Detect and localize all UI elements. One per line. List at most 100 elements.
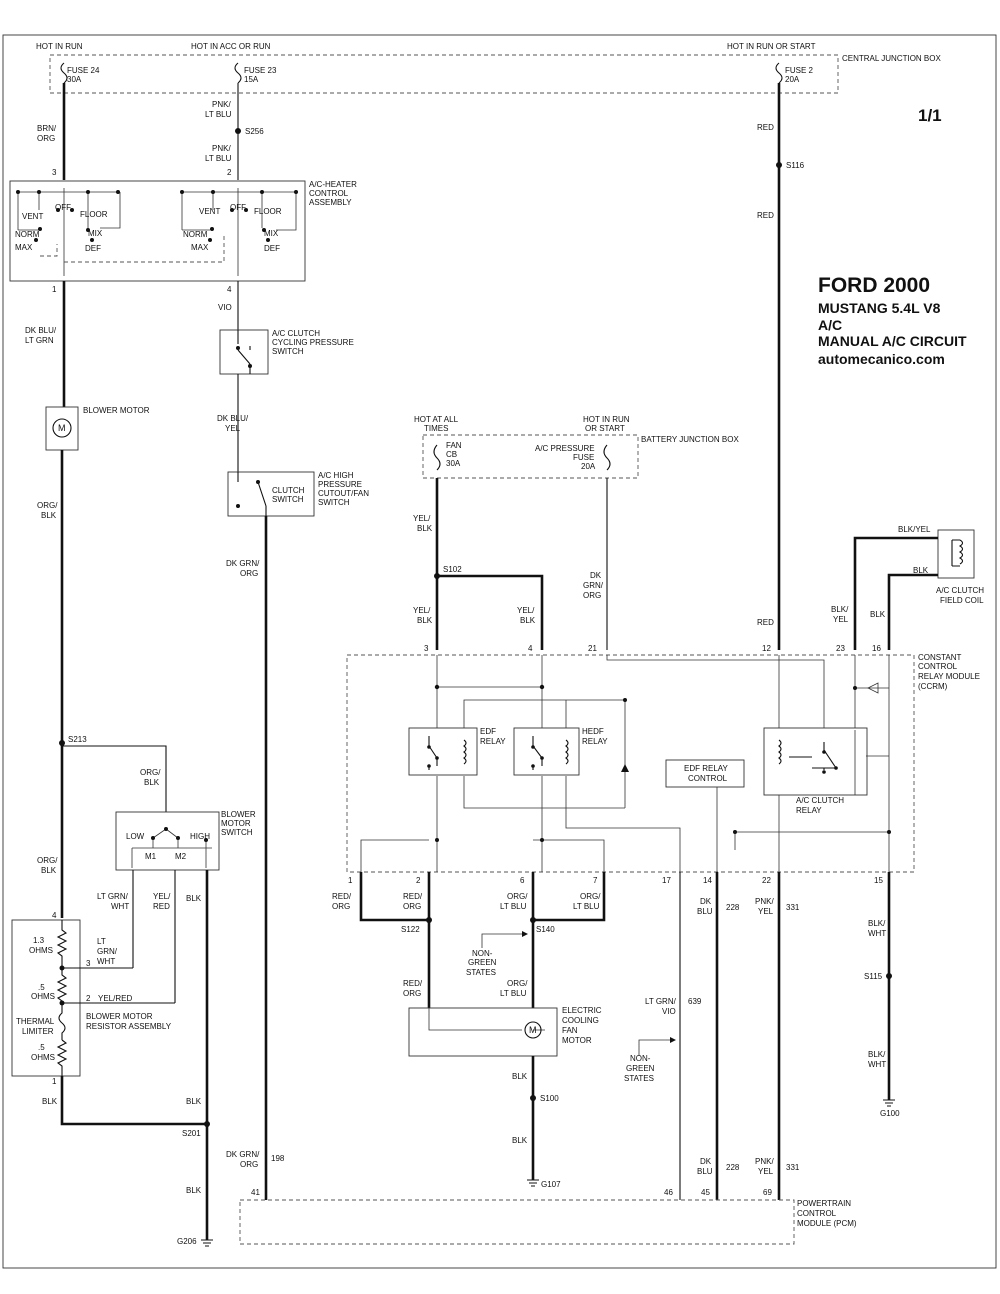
pin-p69: 69 <box>763 1188 772 1197</box>
wire-yel-blk-c-l1: YEL/ <box>517 606 535 615</box>
splice-s140 <box>530 917 536 923</box>
wire-red-b: RED <box>757 211 774 220</box>
wire-red-org-c-l1: RED/ <box>403 979 423 988</box>
heater-ctrl-l3: ASSEMBLY <box>309 198 352 207</box>
splice-s102-label: S102 <box>443 565 462 574</box>
acp-fuse-l1: A/C PRESSURE <box>535 444 595 453</box>
wire-red-org-a <box>359 872 429 922</box>
edf-relay-contact <box>427 736 467 770</box>
ac-clutch-relay-box <box>763 727 868 796</box>
right-def: DEF <box>264 244 280 253</box>
edf-relay-box <box>408 727 478 776</box>
right-norm: NORM <box>183 230 208 239</box>
wire-pnk-ltblu-a-l2: LT BLU <box>205 110 232 119</box>
ac-relay-l2: RELAY <box>796 806 822 815</box>
hot-run-start2-l1: HOT IN RUN <box>583 415 630 424</box>
wire-dkblu-yel-l2: YEL <box>225 424 241 433</box>
wire-yel-blk-b-l1: YEL/ <box>413 606 431 615</box>
fuse-24-rating: 30A <box>67 75 82 84</box>
blower-sw-l1: BLOWER <box>221 810 256 819</box>
wire-blk-g: BLK <box>512 1072 528 1081</box>
circuit-639: 639 <box>688 997 702 1006</box>
fan-motor-l1: ELECTRIC <box>562 1006 602 1015</box>
hot-all-l1: HOT AT ALL <box>414 415 459 424</box>
pin-c23: 23 <box>836 644 845 653</box>
wire-dk-blu-a-l2: BLU <box>697 907 713 916</box>
ac-clutch-field-coil-box <box>937 529 975 579</box>
res-r3-l1: .5 <box>38 1043 45 1052</box>
hp-sw-l1: A/C HIGH <box>318 471 354 480</box>
wire-blk-coil <box>887 573 938 650</box>
res-r2-l1: .5 <box>38 983 45 992</box>
wire-brn-org-l2: ORG <box>37 134 55 143</box>
acp-fuse-l3: 20A <box>581 462 596 471</box>
wire-dkblu-ltgrn-l1: DK BLU/ <box>25 326 57 335</box>
acp-fuse-l2: FUSE <box>573 453 594 462</box>
left-def: DEF <box>85 244 101 253</box>
edf-ctrl-l2: CONTROL <box>688 774 728 783</box>
wire-dkgrn-org-a-l2: ORG <box>240 569 258 578</box>
splice-s201 <box>204 1121 210 1127</box>
wire-pnk-ltblu-b-l1: PNK/ <box>212 144 231 153</box>
circuit-228-a: 228 <box>726 903 740 912</box>
wire-blk-yel <box>853 536 938 650</box>
pin-p41: 41 <box>251 1188 260 1197</box>
wire-ltgrn-wht-b-l3: WHT <box>97 957 115 966</box>
wire-yel-red-l1: YEL/ <box>153 892 171 901</box>
wire-red-org-b-l2: ORG <box>403 902 421 911</box>
pin-r2: 2 <box>86 994 91 1003</box>
pin-b22: 22 <box>762 876 771 885</box>
wire-dk-blu-a-l1: DK <box>700 897 712 906</box>
wire-org-ltblu-c-l2: LT BLU <box>500 989 527 998</box>
wire-blk-f: BLK <box>870 610 886 619</box>
splice-s256 <box>235 128 241 134</box>
edf-ctrl-l1: EDF RELAY <box>684 764 729 773</box>
cooling-fan-motor-box <box>408 1007 558 1057</box>
hp-sw-l2: PRESSURE <box>318 480 362 489</box>
non-green-arrowhead-1 <box>522 931 528 937</box>
fan-motor-icon <box>524 1021 542 1039</box>
wire-blk-yel-a: BLK/YEL <box>898 525 931 534</box>
fan-cb-l3: 30A <box>446 459 461 468</box>
wire-blk-wht-a-l1: BLK/ <box>868 919 886 928</box>
fuse-23-rating: 15A <box>244 75 259 84</box>
fan-motor-wiring <box>428 1008 545 1031</box>
fuse-24-symbol <box>60 62 68 84</box>
title-brand-year: FORD 2000 <box>818 274 930 297</box>
blower-motor-icon <box>52 418 72 438</box>
ccrm-l2: CONTROL <box>918 662 958 671</box>
wire-pnk-yel-a-l2: YEL <box>758 907 774 916</box>
battery-junction-box <box>422 434 639 479</box>
wire-red-org-b-l1: RED/ <box>403 892 423 901</box>
pin-b17: 17 <box>662 876 671 885</box>
central-junction-box <box>49 54 839 94</box>
wire-red-org-a-l2: ORG <box>332 902 350 911</box>
non-green-2-l1: NON- <box>630 1054 651 1063</box>
blower-sw-l2: MOTOR <box>221 819 251 828</box>
wire-org-ltblu-a-l1: ORG/ <box>507 892 528 901</box>
pin-hc1: 1 <box>52 285 57 294</box>
fuse-2-rating: 20A <box>785 75 800 84</box>
pin-r4: 4 <box>52 911 57 920</box>
blower-sw-l3: SWITCH <box>221 828 253 837</box>
wire-dkgrn-org-b-l2: ORG <box>240 1160 258 1169</box>
hedf-relay-box <box>513 727 580 776</box>
pin-hc4: 4 <box>227 285 232 294</box>
wire-blk-c: BLK <box>186 894 202 903</box>
fan-motor-l3: FAN <box>562 1026 578 1035</box>
fan-cb-l2: CB <box>446 450 457 459</box>
wire-org-ltblu-a-l2: LT BLU <box>500 902 527 911</box>
splice-s115 <box>886 973 892 979</box>
splice-s116 <box>776 162 782 168</box>
wire-red-org-c-l2: ORG <box>403 989 421 998</box>
wire-blk-res <box>60 1076 207 1126</box>
pcm-l3: MODULE (PCM) <box>797 1219 857 1228</box>
wire-org-blk-b <box>62 745 167 812</box>
ground-g100-label: G100 <box>880 1109 900 1118</box>
fuse-23-symbol <box>234 62 242 84</box>
pin-b7: 7 <box>593 876 598 885</box>
edf-relay-l2: RELAY <box>480 737 506 746</box>
non-green-1-l1: NON- <box>472 949 493 958</box>
left-norm: NORM <box>15 230 40 239</box>
res-r1-l1: 1.3 <box>33 936 45 945</box>
